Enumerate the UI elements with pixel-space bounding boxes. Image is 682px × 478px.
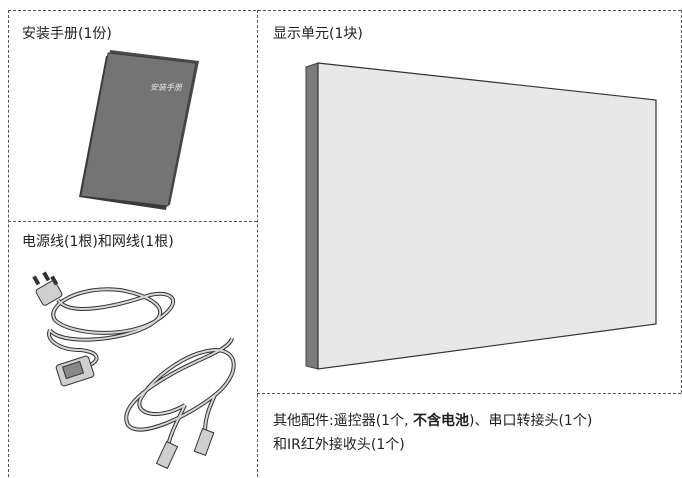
no-battery-note: 不含电池 xyxy=(413,413,469,429)
accessories-suffix: )、串口转接头(1个) xyxy=(469,413,593,429)
right-row-divider xyxy=(257,393,681,394)
display-panel-title: 显示单元(1块) xyxy=(273,26,363,42)
accessories-line-1: 其他配件:遥控器(1个, 不含电池)、串口转接头(1个) xyxy=(273,409,592,433)
accessories-prefix: 其他配件:遥控器(1个, xyxy=(273,413,413,429)
manual-panel-title: 安装手册(1份) xyxy=(22,26,112,42)
top-border xyxy=(8,10,681,11)
left-border xyxy=(8,10,9,477)
accessories-line-2: 和IR红外接收头(1个) xyxy=(273,437,405,453)
rj45-connector-icon xyxy=(155,428,215,470)
power-plug-icon xyxy=(32,271,63,306)
accessories-note: 其他配件:遥控器(1个, 不含电池)、串口转接头(1个) 和IR红外接收头(1个… xyxy=(273,409,592,457)
left-row-divider xyxy=(8,221,257,222)
cables-panel-title: 电源线(1根)和网线(1根) xyxy=(22,234,174,250)
booklet-cover-text: 安装手册 xyxy=(150,83,183,92)
column-divider xyxy=(257,10,258,477)
iec-connector-icon xyxy=(55,355,95,387)
